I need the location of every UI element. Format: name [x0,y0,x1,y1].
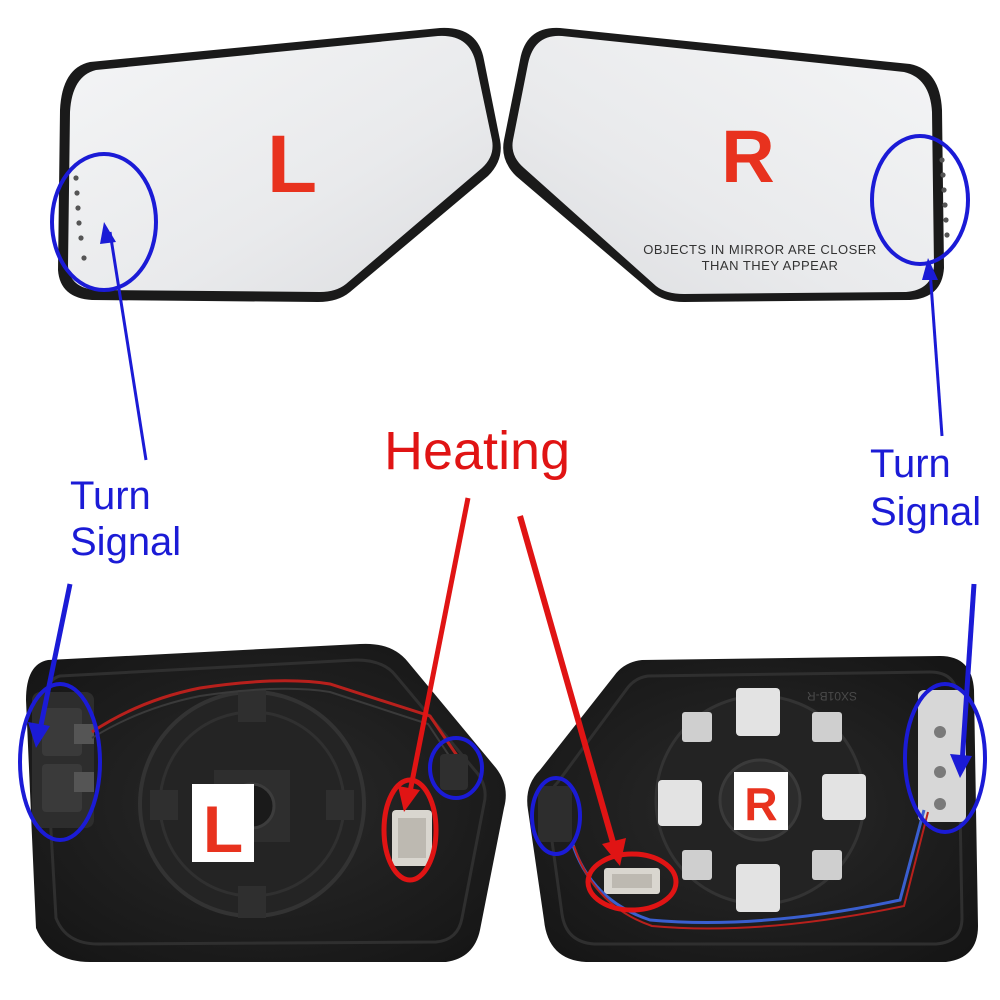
heating-label: Heating [384,421,571,481]
right-turn-signal-label-line-1: Turn [870,442,951,486]
right-turn-signal-connector [918,690,966,822]
right-mirror-backing: SX01B-R R [527,656,978,962]
callout-overlays [18,134,987,913]
left-backing-label [192,784,254,862]
left-backing-clip-highlight [428,736,484,800]
right-turn-signal-label-line-2: Signal [870,490,982,534]
right-glass-letter: R [721,115,774,198]
left-mirror-backing: L [26,643,506,962]
left-backing-signal-highlight [18,682,102,842]
right-backing-letter: R [744,778,777,830]
left-heating-connector [392,810,432,866]
right-heating-highlight [585,851,679,913]
left-turn-signal-label-line-2: Signal [70,520,182,564]
right-turn-signal-clip [538,786,572,842]
mirror-warning-line-2: THAN THEY APPEAR [702,258,839,273]
left-backing-letter: L [203,792,243,866]
right-mirror-glass: R OBJECTS IN MIRROR ARE CLOSER THAN THEY… [503,27,950,303]
left-glass-signal-leds [73,175,87,261]
right-glass-signal-leds [939,157,950,238]
left-turn-signal-label-line-1: Turn [70,474,151,518]
right-backing-label [734,772,788,830]
right-heating-connector [604,868,660,894]
left-turn-signal-clip [440,754,468,790]
right-backing-part-code: SX01B-R [807,689,857,703]
left-glass-letter: L [267,119,317,210]
right-glass-signal-highlight [870,134,970,266]
right-backing-clip-highlight [530,776,582,856]
left-mirror-glass: L [58,27,501,303]
mirror-warning-line-1: OBJECTS IN MIRROR ARE CLOSER [643,242,877,257]
right-backing-signal-highlight [903,682,987,834]
left-glass-signal-highlight [50,152,158,292]
